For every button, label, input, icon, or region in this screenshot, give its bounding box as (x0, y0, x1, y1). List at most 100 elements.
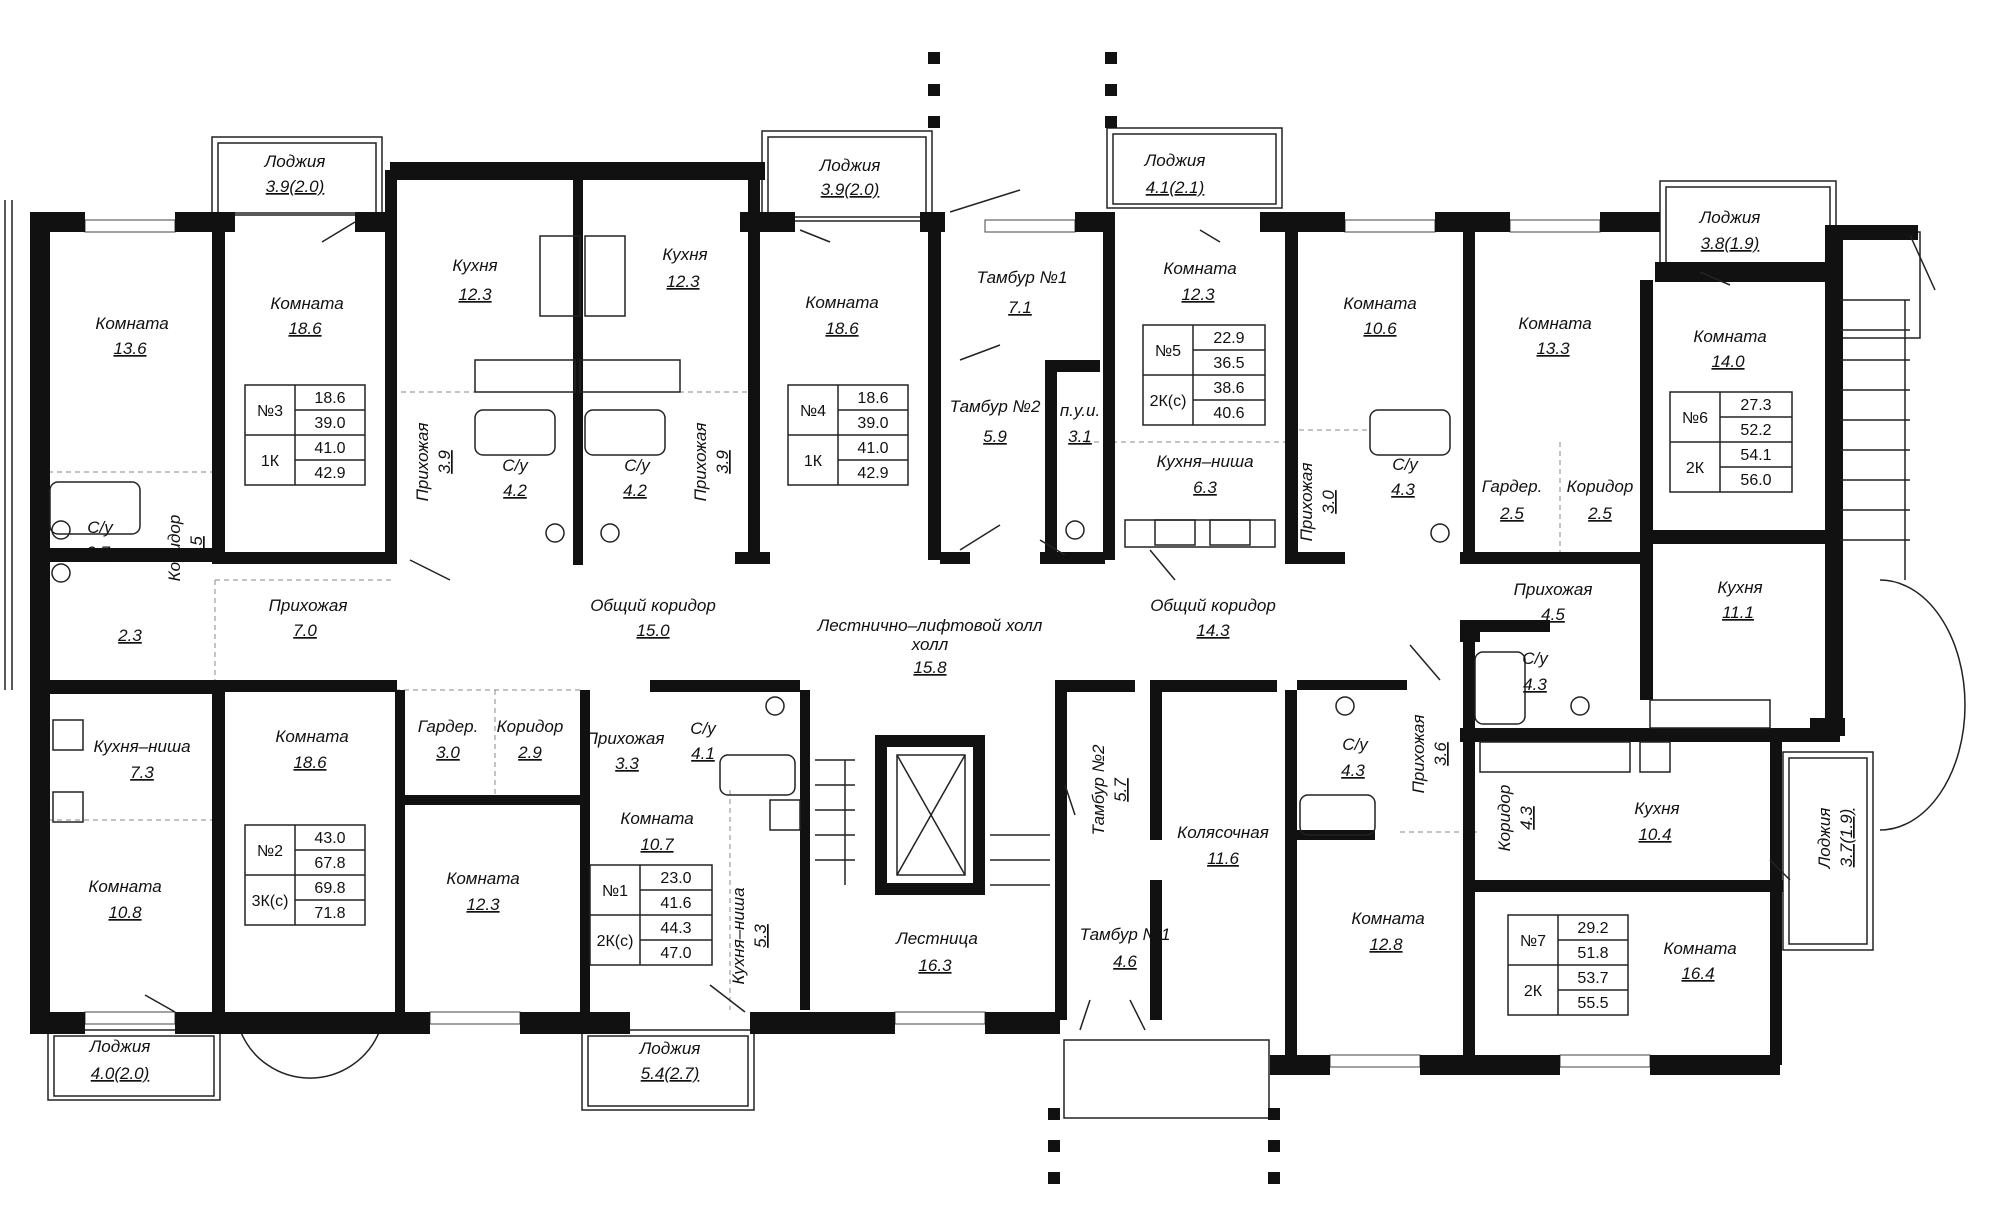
apt-value: 53.7 (1577, 970, 1608, 987)
room-garder-apt1: Гардер. 3.0 (418, 717, 479, 762)
fixtures (49, 235, 1771, 836)
room-name: Лоджия (264, 152, 326, 171)
room-komnata-14-0: Комната 14.0 (1693, 327, 1766, 371)
room-komnata-10-6: Комната 10.6 (1343, 294, 1416, 338)
apt-value: 67.8 (314, 855, 345, 872)
room-name: Кухня (1717, 578, 1762, 597)
room-komnata-16-4: Комната 16.4 (1663, 939, 1736, 983)
apt-type: 2К (1524, 983, 1543, 1000)
room-loggia-apt4: Лоджия 3.9(2.0) (819, 156, 881, 199)
room-name: Комната (1163, 259, 1236, 278)
room-name: Лоджия (1144, 151, 1206, 170)
room-name: Лоджия (1699, 208, 1761, 227)
door-swings (144, 189, 1936, 1031)
room-area: 10.8 (108, 903, 142, 922)
apt-value: 41.6 (660, 895, 691, 912)
room-area: 2.9 (517, 743, 542, 762)
room-area: 12.3 (666, 272, 700, 291)
room-name: Комната (1663, 939, 1736, 958)
room-area: 5.9 (983, 427, 1007, 446)
room-area: 15.0 (636, 621, 670, 640)
room-name: Прихожая (1514, 580, 1593, 599)
apt-value: 18.6 (314, 390, 345, 407)
room-obshchiy-koridor-15-0: Общий коридор 15.0 (590, 596, 716, 640)
room-area: 3.9(2.0) (266, 177, 325, 196)
room-area: 2.5 (1499, 504, 1524, 523)
apartment-table-6: №6 2К 27.3 52.2 54.1 56.0 (1669, 391, 1793, 493)
room-area: 18.6 (293, 753, 327, 772)
apt-type: 2К(с) (597, 933, 634, 950)
room-name: Прихожая (691, 423, 710, 502)
apt-value: 40.6 (1213, 405, 1244, 422)
room-area: 7.3 (130, 763, 154, 782)
room-kuhnya-11-1: Кухня 11.1 (1717, 578, 1762, 622)
room-name: Прихожая (1297, 463, 1316, 542)
apt-type: 2К(с) (1150, 393, 1187, 410)
apt-value: 55.5 (1577, 995, 1608, 1012)
room-kuhnya-apt4: Кухня 12.3 (662, 245, 707, 291)
room-area: 3.1 (1068, 427, 1092, 446)
vroom-prihozhaya-apt4: Прихожая 3.9 (691, 423, 732, 502)
apt-type: 3К(с) (252, 893, 289, 910)
room-tambur1-top: Тамбур №1 7.1 (977, 268, 1068, 317)
room-name: Лоджия (89, 1037, 151, 1056)
room-name: Тамбур №1 (977, 268, 1068, 287)
thin-outlines (4, 127, 1966, 1119)
apt-type: 1К (804, 453, 823, 470)
room-name: Кухня (1634, 799, 1679, 818)
room-loggia-apt2: Лоджия 4.0(2.0) (89, 1037, 151, 1083)
room-name: Тамбур №1 (1080, 925, 1171, 944)
vroom-kuhnya-nisha-apt1: Кухня–ниша 5.3 (729, 887, 770, 984)
apt-value: 69.8 (314, 880, 345, 897)
apt-value: 47.0 (660, 945, 691, 962)
vroom-prihozhaya-3-6: Прихожая 3.6 (1409, 715, 1450, 794)
room-garder-apt6: Гардер. 2.5 (1482, 477, 1543, 523)
room-area: 7.1 (1008, 298, 1032, 317)
room-name: Кухня (452, 256, 497, 275)
room-name: п.у.и. (1060, 401, 1100, 420)
room-area: 10.4 (1638, 825, 1671, 844)
walls (30, 52, 1918, 1184)
room-name: Комната (620, 809, 693, 828)
room-name: Комната (88, 877, 161, 896)
apt-type: 1К (261, 453, 280, 470)
room-komnata-18-6-apt4: Комната 18.6 (805, 293, 878, 338)
room-area: 12.3 (1181, 285, 1215, 304)
room-name: Коридор (165, 515, 184, 582)
room-area: 4.0(2.0) (91, 1064, 150, 1083)
apt-value: 22.9 (1213, 330, 1244, 347)
room-pui: п.у.и. 3.1 (1060, 401, 1100, 446)
room-area: 2.3 (117, 626, 142, 645)
room-kuhnya-nisha-apt2: Кухня–ниша 7.3 (93, 737, 190, 782)
room-area: 12.8 (1369, 935, 1403, 954)
apt-value: 52.2 (1740, 422, 1771, 439)
room-area: 12.3 (458, 285, 492, 304)
room-name: Гардер. (418, 717, 479, 736)
room-kuhnya-10-4: Кухня 10.4 (1634, 799, 1679, 844)
room-area: 4.5 (1541, 605, 1565, 624)
apt-number: №1 (602, 883, 628, 900)
room-area: 5.4(2.7) (641, 1064, 700, 1083)
room-area: 3.8(1.9) (1701, 234, 1760, 253)
room-name: С/у (624, 456, 651, 475)
room-name: Прихожая (586, 729, 665, 748)
room-hall: Лестнично–лифтовой холл холл 15.8 (817, 616, 1043, 677)
room-prihozhaya-4-5: Прихожая 4.5 (1514, 580, 1593, 624)
apt-number: №5 (1155, 343, 1181, 360)
room-name: Комната (805, 293, 878, 312)
apt-value: 41.0 (314, 440, 345, 457)
room-name: Лоджия (639, 1039, 701, 1058)
room-area: 5.7 (1111, 778, 1130, 802)
room-komnata-12-8: Комната 12.8 (1351, 909, 1424, 954)
room-su-apt6: С/у 4.3 (1391, 455, 1419, 499)
room-kuhnya-apt3: Кухня 12.3 (452, 256, 497, 304)
room-name: Прихожая (269, 596, 348, 615)
room-name: Комната (1518, 314, 1591, 333)
room-labels: Комната 13.6 Лоджия 3.9(2.0) Комната 18.… (86, 151, 1767, 1083)
vroom-tambur2-bottom: Тамбур №2 5.7 (1089, 744, 1130, 835)
apt-value: 42.9 (857, 465, 888, 482)
room-area: 18.6 (288, 319, 322, 338)
room-area: 3.9 (713, 450, 732, 474)
room-name-line2: холл (911, 635, 949, 654)
